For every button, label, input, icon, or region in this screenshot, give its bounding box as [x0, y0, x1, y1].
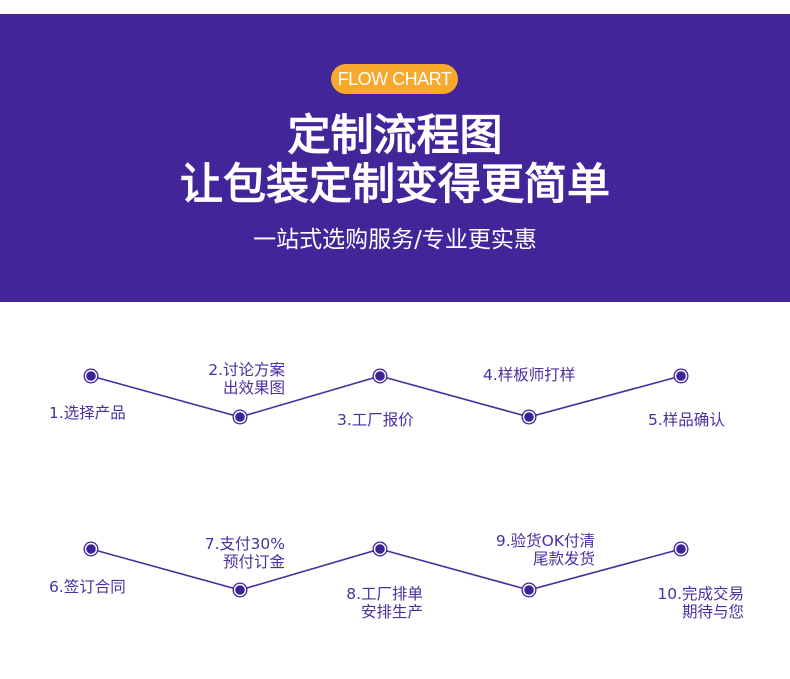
step-label-2: 2.讨论方案 出效果图: [208, 361, 285, 397]
step-5-text: 5.样品确认: [648, 411, 725, 429]
step-node-icon-10: [673, 541, 689, 557]
step-label-9: 9.验货OK付清 尾款发货: [496, 532, 595, 568]
step-9-text: 9.验货OK付清: [495, 532, 595, 550]
step-7-text-line2: 预付订金: [222, 553, 285, 571]
step-1-text: 1.选择产品: [49, 404, 126, 422]
step-node-icon-1: [83, 368, 99, 384]
step-2-text-line2: 出效果图: [222, 379, 285, 397]
step-2-text: 2.讨论方案: [208, 361, 285, 379]
step-node-icon-9: [521, 582, 537, 598]
page-title: 定制流程图: [287, 111, 503, 161]
flow-nodes: [83, 368, 689, 598]
step-label-3: 3.工厂报价: [337, 411, 414, 429]
step-label-5: 5.样品确认: [648, 411, 725, 429]
step-label-7: 7.支付30% 预付订金: [205, 535, 285, 571]
step-9-text-line2: 尾款发货: [532, 550, 595, 568]
step-node-icon-7: [232, 582, 248, 598]
page-title-secondary: 让包装定制变得更简单: [180, 160, 610, 210]
step-node-icon-3: [372, 368, 388, 384]
step-label-8: 8.工厂排单 安排生产: [346, 585, 423, 621]
step-label-4: 4.样板师打样: [483, 366, 575, 384]
flow-chart-badge: FLOW CHART: [331, 64, 458, 94]
step-label-10: 10.完成交易 期待与您: [657, 585, 744, 621]
page-subtitle: 一站式选购服务/专业更实惠: [253, 227, 537, 253]
step-label-6: 6.签订合同: [49, 578, 126, 596]
step-7-text: 7.支付30%: [204, 535, 285, 553]
step-10-text: 10.完成交易: [657, 585, 744, 603]
step-8-text: 8.工厂排单: [346, 585, 423, 603]
step-node-icon-8: [372, 541, 388, 557]
step-4-text: 4.样板师打样: [483, 366, 576, 384]
step-10-text-line2: 期待与您: [681, 603, 744, 621]
step-6-text: 6.签订合同: [49, 578, 126, 596]
step-node-icon-6: [83, 541, 99, 557]
step-8-text-line2: 安排生产: [360, 603, 423, 621]
header-banner: [0, 14, 790, 302]
step-node-icon-2: [232, 409, 248, 425]
step-3-text: 3.工厂报价: [337, 411, 414, 429]
step-label-1: 1.选择产品: [49, 404, 126, 422]
step-node-icon-5: [673, 368, 689, 384]
step-node-icon-4: [521, 409, 537, 425]
